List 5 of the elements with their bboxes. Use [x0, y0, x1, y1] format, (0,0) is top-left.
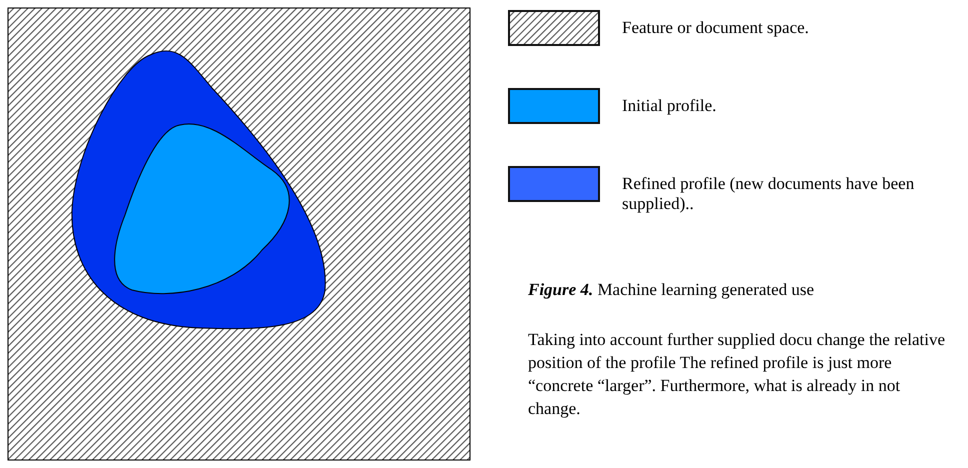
- legend-text: Initial profile.: [622, 96, 718, 116]
- figure-caption: Figure 4. Machine learning generated use: [528, 280, 814, 300]
- paragraph-text: Taking into account further supplied docu change the relative position of the profile The refined profile is just more “concrete “larger”. Furthermore, what is already in not change.: [528, 329, 946, 420]
- legend-text: Refined profile (new documents have been supplied)..: [622, 174, 916, 214]
- legend-text: Feature or document space.: [622, 18, 810, 38]
